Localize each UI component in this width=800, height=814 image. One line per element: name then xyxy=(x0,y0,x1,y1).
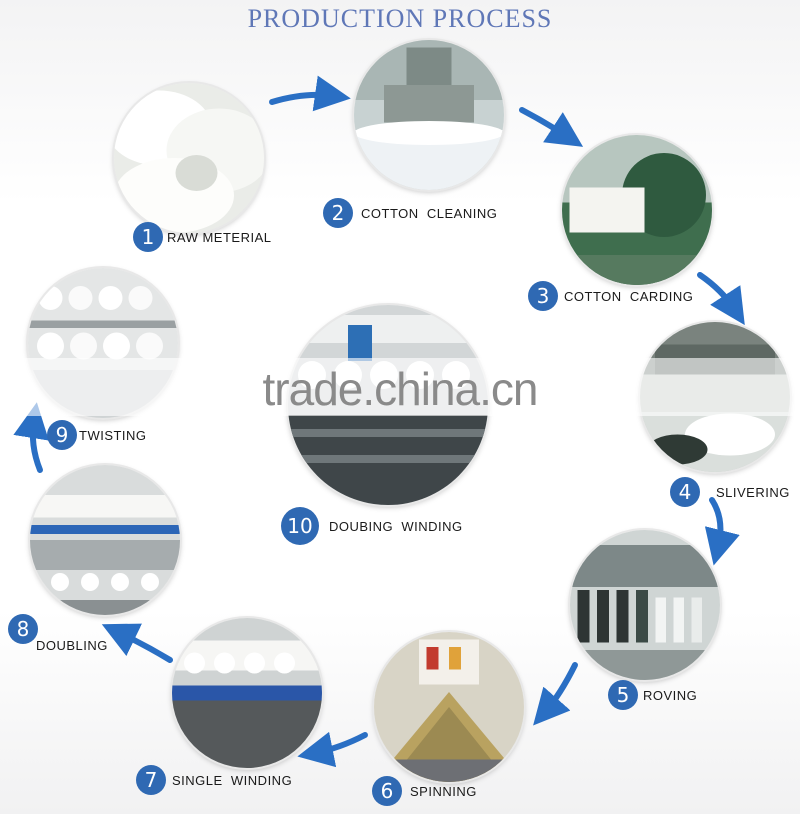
arrow-4-to-5 xyxy=(704,497,740,566)
arrow-8-to-9 xyxy=(13,402,49,473)
step-label: DOUBING WINDING xyxy=(329,518,463,534)
arrow-6-to-7 xyxy=(297,731,368,768)
photo-doubling xyxy=(30,465,180,615)
step-3: 3 COTTON CARDING xyxy=(528,281,693,311)
step-5: 5 ROVING xyxy=(608,680,697,710)
step-label: COTTON CLEANING xyxy=(361,205,498,221)
step-label: COTTON CARDING xyxy=(564,288,694,304)
step-number-badge: 8 xyxy=(8,614,38,644)
step-number-badge: 6 xyxy=(372,776,402,806)
step-number-badge: 7 xyxy=(136,765,166,795)
step-label: TWISTING xyxy=(79,427,147,443)
step-number-badge: 3 xyxy=(528,281,558,311)
step-number-badge: 9 xyxy=(47,420,77,450)
step-label: SINGLE WINDING xyxy=(172,772,293,788)
step-1: 1 RAW METERIAL xyxy=(133,222,271,252)
step-number-badge: 4 xyxy=(670,477,700,507)
step-label: DOUBLING xyxy=(36,638,108,653)
step-4: 4 SLIVERING xyxy=(670,477,790,507)
step-7: 7 SINGLE WINDING xyxy=(136,765,292,795)
arrow-2-to-3 xyxy=(519,107,584,147)
step-label: SPINNING xyxy=(410,783,477,799)
step-6: 6 SPINNING xyxy=(372,776,477,806)
step-9: 9 TWISTING xyxy=(47,420,147,450)
arrow-3-to-4 xyxy=(697,272,745,326)
step-number-badge: 5 xyxy=(608,680,638,710)
step-label: ROVING xyxy=(643,687,698,703)
watermark-text: trade.china.cn xyxy=(262,363,539,415)
arrow-1-to-2 xyxy=(269,75,351,112)
arrow-7-to-8 xyxy=(101,623,173,663)
step-number-badge: 10 xyxy=(281,507,319,545)
step-2: 2 COTTON CLEANING xyxy=(323,198,497,228)
arrow-5-to-6 xyxy=(533,662,578,726)
step-label: SLIVERING xyxy=(716,484,790,500)
step-10: 10 DOUBING WINDING xyxy=(281,507,463,545)
step-label: RAW METERIAL xyxy=(167,229,272,245)
step-number-badge: 1 xyxy=(133,222,163,252)
step-8: 8 DOUBLING xyxy=(8,614,108,653)
photo-raw-material xyxy=(114,83,264,233)
page-title: PRODUCTION PROCESS xyxy=(247,4,553,33)
step-number-badge: 2 xyxy=(323,198,353,228)
watermark-band xyxy=(0,358,800,416)
photo-cotton-cleaning xyxy=(354,40,504,190)
